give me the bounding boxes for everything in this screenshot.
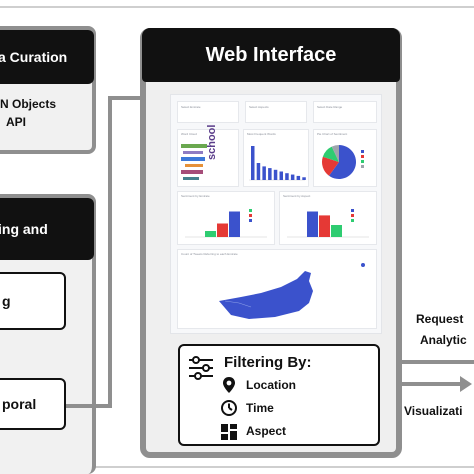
dashboard-filter-3-label: Select Date Range <box>317 105 343 109</box>
freq-bar-0 <box>251 146 255 180</box>
dashboard-filter-2-label: Select Aspects <box>249 105 269 109</box>
aspect-bar-1 <box>319 215 330 237</box>
filter-time[interactable]: Time <box>246 401 274 415</box>
emirate-legend-swatch-2 <box>249 219 252 222</box>
pie-legend-swatch-0 <box>361 150 364 153</box>
filtering-title: Filtering By: <box>224 354 312 371</box>
request-label: Request <box>416 312 464 326</box>
sliders-icon <box>189 356 213 380</box>
emirate-sentiment-card: Sentiment by Emirate <box>177 191 275 245</box>
analytics-label: Analytic <box>420 333 467 347</box>
aspect-bar-0 <box>307 211 318 237</box>
dashboard-filter-1-label: Select Emirate <box>181 105 201 109</box>
freq-bar-3 <box>268 168 272 180</box>
aspect-legend-swatch-1 <box>351 214 354 217</box>
freq-bar-1 <box>256 163 261 180</box>
filter-aspect[interactable]: Aspect <box>246 424 287 438</box>
sentiment-pie-chart <box>322 145 364 179</box>
wordcloud-card: Word Cloud school <box>177 125 239 187</box>
pie-legend-swatch-1 <box>361 155 364 158</box>
emirate-legend-swatch-0 <box>249 209 252 212</box>
freq-bar-4 <box>273 169 278 180</box>
aspect-bar-2 <box>331 225 342 237</box>
pie-slice-2 <box>322 146 339 162</box>
data-curation-line1: N Objects <box>0 97 57 111</box>
processing-box-1-label: g <box>2 293 11 309</box>
location-pin-icon <box>223 377 235 393</box>
clock-icon <box>221 400 237 416</box>
filtering-box: Filtering By: Location Time Aspect <box>178 344 380 446</box>
emirate-bar-2 <box>229 211 240 237</box>
data-curation-title: a Curation <box>0 49 68 65</box>
dashboard-screenshot: Select Emirate Select Aspects Select Dat… <box>170 94 382 334</box>
processing-box-1[interactable]: g <box>0 272 66 330</box>
frequent-words-chart <box>249 146 306 181</box>
grid-icon <box>221 424 237 440</box>
emirate-bar-1 <box>217 223 228 237</box>
visualization-label: Visualizati <box>404 404 463 418</box>
freq-bar-2 <box>262 166 266 180</box>
freq-bar-9 <box>302 177 306 180</box>
processing-box-2[interactable]: poral <box>0 378 66 430</box>
frequent-words-card: Most Frequent Words <box>243 129 309 187</box>
emirate-bar-0 <box>205 231 216 237</box>
aspect-sentiment-chart <box>287 209 369 238</box>
freq-bar-5 <box>279 171 283 180</box>
emirate-legend-swatch-1 <box>249 214 252 217</box>
aspect-legend-swatch-2 <box>351 219 354 222</box>
web-interface-header: Web Interface <box>142 28 400 82</box>
sentiment-pie-title: Pie Chart of Sentiment <box>317 132 348 136</box>
aspect-sentiment-title: Sentiment by Aspect <box>283 194 311 198</box>
filter-location[interactable]: Location <box>246 378 296 392</box>
top-frame-line <box>0 6 474 8</box>
pie-legend-swatch-2 <box>361 160 364 163</box>
processing-title: ing and <box>0 221 48 237</box>
map-title: Count of Tweets Referring to each Emirat… <box>181 252 238 256</box>
dashboard-filter-1[interactable]: Select Emirate <box>177 101 239 123</box>
pie-slice-0 <box>329 145 356 179</box>
dashboard-filter-2[interactable]: Select Aspects <box>245 101 307 123</box>
emirate-sentiment-chart <box>185 209 267 238</box>
wordcloud-graphic <box>181 142 225 182</box>
pie-slice-3 <box>331 145 339 162</box>
sentiment-pie-card: Pie Chart of Sentiment <box>313 129 377 187</box>
emirate-sentiment-title: Sentiment by Emirate <box>181 194 210 198</box>
map-card: Count of Tweets Referring to each Emirat… <box>177 249 377 329</box>
freq-bar-6 <box>285 173 289 180</box>
wordcloud-title: Word Cloud <box>181 132 197 136</box>
uae-map <box>219 263 365 319</box>
data-curation-header: a Curation <box>0 30 94 84</box>
data-curation-line2: API <box>6 115 27 129</box>
processing-box-2-label: poral <box>2 396 37 412</box>
processing-header: ing and <box>0 198 94 260</box>
web-interface-title: Web Interface <box>205 43 337 66</box>
aspect-sentiment-card: Sentiment by Aspect <box>279 191 377 245</box>
pie-slice-1 <box>322 156 339 176</box>
bottom-frame-line <box>0 466 474 468</box>
freq-bar-7 <box>290 174 295 180</box>
frequent-words-title: Most Frequent Words <box>247 132 276 136</box>
pie-legend-swatch-3 <box>361 165 364 168</box>
wordcloud-word: school <box>206 124 218 160</box>
dashboard-filter-3[interactable]: Select Date Range <box>313 101 377 123</box>
aspect-legend-swatch-0 <box>351 209 354 212</box>
freq-bar-8 <box>296 175 301 180</box>
